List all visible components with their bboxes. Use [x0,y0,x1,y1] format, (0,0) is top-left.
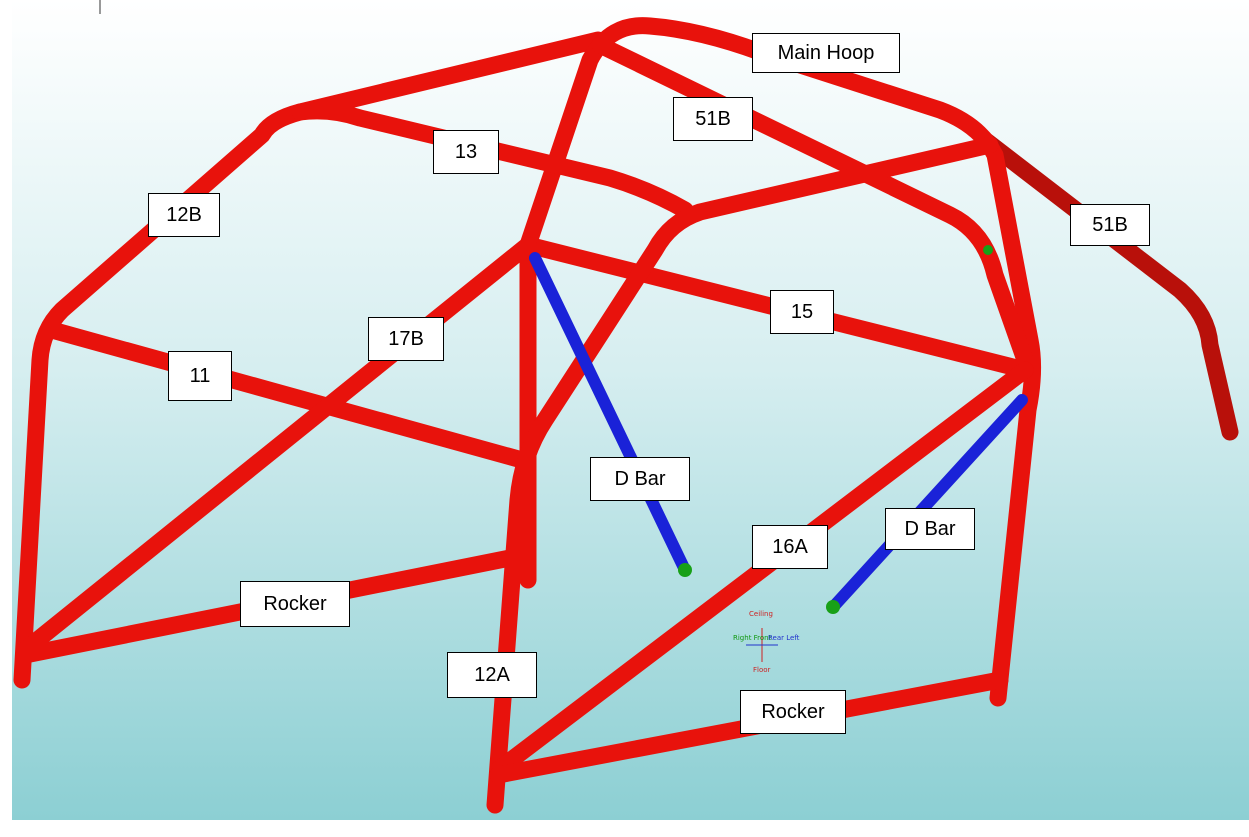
label-dbar-right: D Bar [885,508,975,550]
node-marker [983,245,993,255]
gizmo-right-front: Right Front [733,634,772,642]
label-17b: 17B [368,317,444,361]
label-51b-right: 51B [1070,204,1150,246]
label-16a: 16A [752,525,828,569]
label-rocker-left: Rocker [240,581,350,627]
label-11: 11 [168,351,232,401]
label-51b-top: 51B [673,97,753,141]
gizmo-floor: Floor [753,666,771,674]
label-12a: 12A [447,652,537,698]
tube-dbar-left [529,252,691,576]
tube-dbar-right [829,394,1028,611]
label-rocker-right: Rocker [740,690,846,734]
gizmo-rear-left: Rear Left [768,634,800,642]
gizmo-ceiling: Ceiling [749,610,773,618]
tube-11 [43,321,531,469]
dbar-left-endcap [678,563,692,577]
label-15: 15 [770,290,834,334]
tube-16a [489,361,1034,779]
tube-a-pillar [486,136,999,814]
label-main-hoop: Main Hoop [752,33,900,73]
tube-51b-top [591,36,1034,369]
tube-51b-right [976,131,1239,441]
tube-13 [291,102,694,219]
bottom-margin [0,820,1249,837]
orientation-gizmo: Ceiling Floor Right Front Rear Left [733,610,800,674]
dbar-right-endcap [826,600,840,614]
label-12b: 12B [148,193,220,237]
label-dbar-left: D Bar [590,457,690,501]
blue-diagonals [529,252,1028,611]
tube-17b [16,236,537,659]
label-13: 13 [433,130,499,174]
viewport-background [12,0,1249,820]
